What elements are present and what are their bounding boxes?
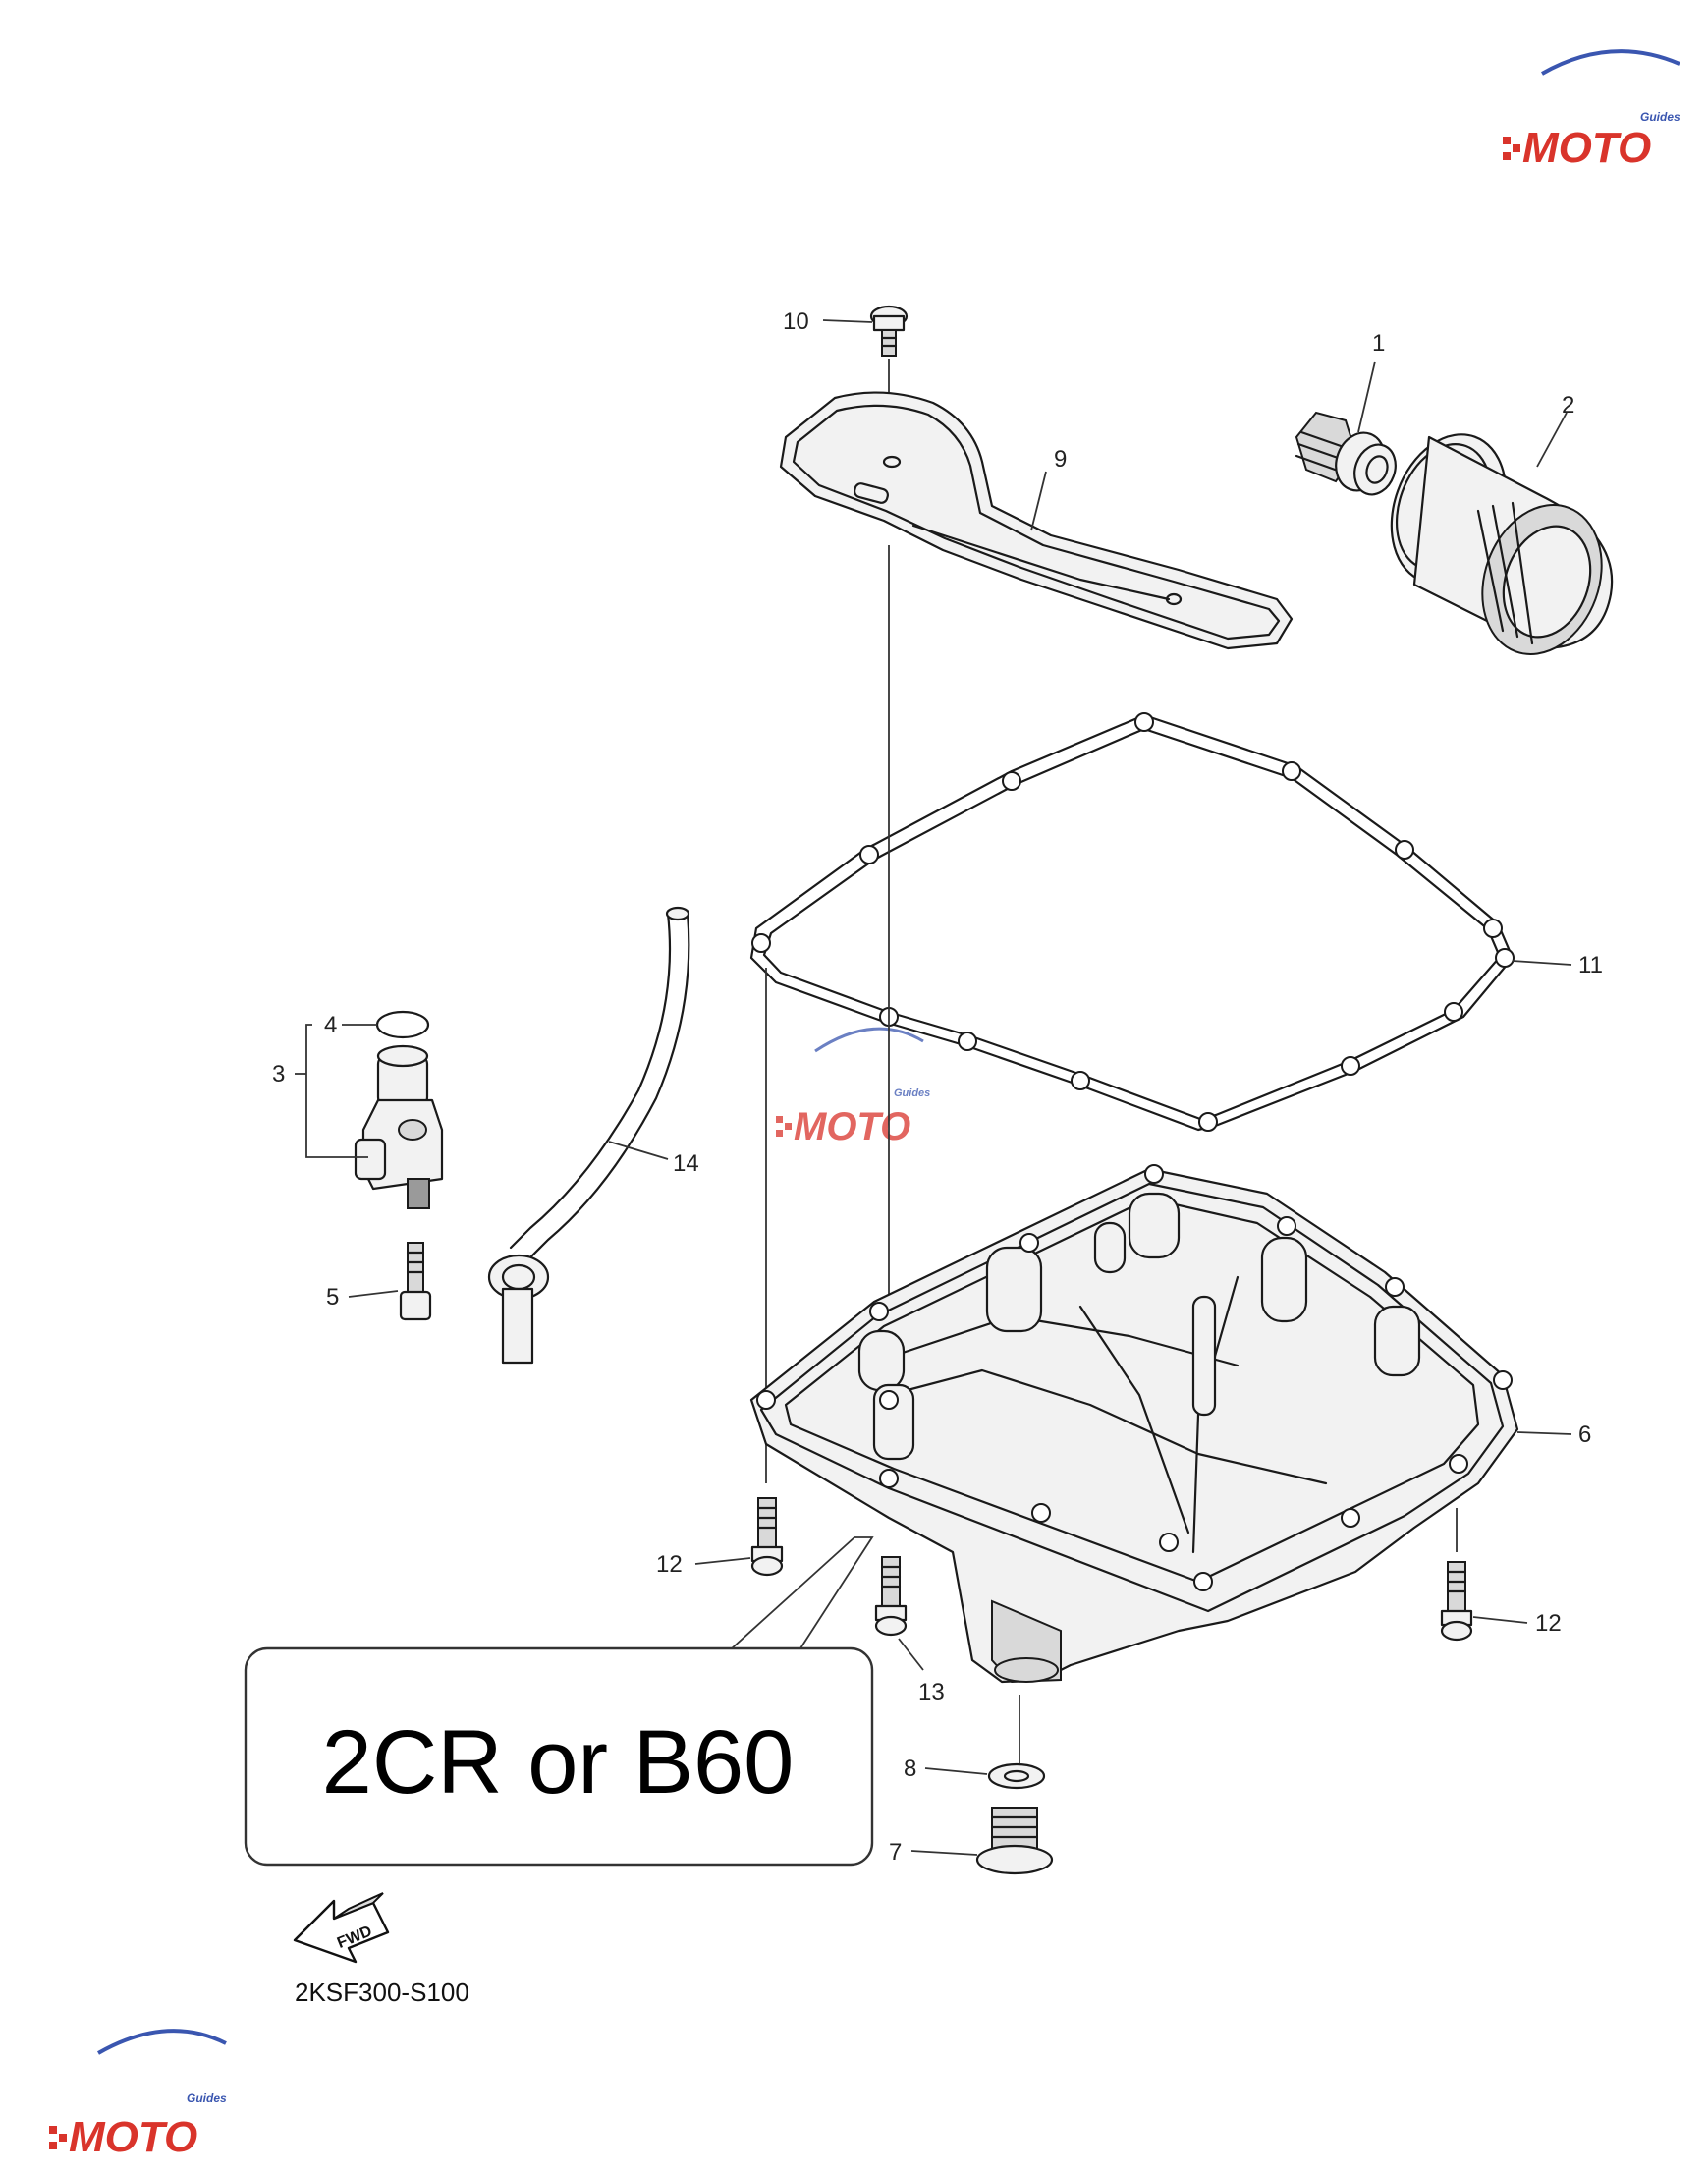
callout-2: 2 (1562, 392, 1574, 418)
watermark-text: MOTO (1522, 124, 1651, 172)
callout-7: 7 (889, 1839, 902, 1866)
callout-8: 8 (904, 1756, 916, 1782)
leader-12-left (694, 1557, 751, 1565)
fwd-arrow: FWD (293, 1892, 390, 1964)
watermark-subtext: Guides (187, 2091, 227, 2105)
leader-13 (898, 1638, 924, 1671)
leader-2 (1536, 412, 1568, 468)
callout-5: 5 (326, 1284, 339, 1311)
leader-10 (822, 319, 873, 323)
callout-12-right: 12 (1535, 1610, 1562, 1637)
model-callout-text: 2CR or B60 (322, 1712, 795, 1812)
part-8-gasket-washer (987, 1762, 1046, 1790)
callout-3: 3 (272, 1061, 285, 1088)
part-10-bolt (869, 305, 909, 357)
watermark-subtext: Guides (894, 1088, 930, 1099)
callout-14: 14 (673, 1150, 699, 1177)
part-13-bolt (874, 1556, 908, 1637)
part-14-oil-pipe (487, 906, 690, 1365)
callout-10: 10 (783, 308, 809, 335)
leader-8 (924, 1767, 988, 1775)
part-7-drain-plug (975, 1807, 1054, 1875)
leader-1 (1357, 361, 1376, 433)
part-2-oil-filter (1390, 433, 1614, 655)
leader-11 (1512, 960, 1572, 966)
callout-12-left: 12 (656, 1551, 683, 1578)
leader-12-right (1472, 1616, 1528, 1624)
watermark-text: MOTO (69, 2113, 197, 2161)
callout-9: 9 (1054, 446, 1067, 473)
callout-1: 1 (1372, 330, 1385, 357)
part-6-oil-pan (749, 1164, 1519, 1684)
part-12-bolt-right (1440, 1561, 1473, 1642)
leader-7 (910, 1850, 978, 1856)
part-4-o-ring (375, 1010, 430, 1039)
part-1-union-bolt (1295, 411, 1397, 496)
watermark-center: MOTO Guides (776, 1027, 930, 1148)
callout-11: 11 (1578, 952, 1603, 978)
part-5-bolt (399, 1242, 432, 1321)
watermark-top-right: MOTO Guides (1503, 49, 1680, 172)
callout-6: 6 (1578, 1422, 1591, 1448)
bracket-3 (305, 1024, 368, 1158)
watermark-bottom-left: MOTO Guides (49, 2029, 227, 2161)
part-12-bolt-left (750, 1497, 784, 1577)
watermark-text: MOTO (794, 1105, 910, 1148)
leader-14 (608, 1141, 669, 1160)
part-3-fitting (354, 1044, 444, 1209)
watermark-subtext: Guides (1640, 110, 1680, 124)
callout-13: 13 (918, 1679, 945, 1705)
part-9-baffle-plate (779, 391, 1294, 650)
leader-9 (1030, 471, 1047, 531)
part-11-oil-pan-gasket (749, 712, 1515, 1132)
model-callout-box: 2CR or B60 (244, 1536, 874, 1867)
callout-4: 4 (324, 1012, 337, 1038)
leader-6 (1516, 1431, 1572, 1435)
leader-5 (348, 1290, 399, 1298)
diagram-code: 2KSF300-S100 (295, 1978, 469, 2007)
